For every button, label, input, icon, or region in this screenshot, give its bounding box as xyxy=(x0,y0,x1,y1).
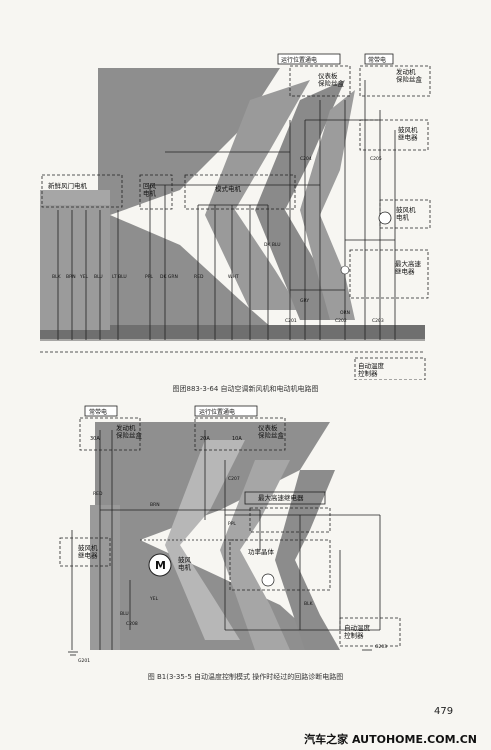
label-instrument-fuse-box: 仪表板保险丝盒 xyxy=(318,71,345,87)
wire-label: YEL xyxy=(79,274,89,280)
wire-label: DK GRN xyxy=(160,274,178,280)
wire-label: RED xyxy=(93,491,103,497)
label-hot-at-all-times: 常带电 xyxy=(89,408,107,416)
label-blower-motor: 鼓风电机 xyxy=(178,555,192,571)
connector-label: C208 xyxy=(126,621,138,627)
label-fresh-air-door-motor: 新鲜风门电机 xyxy=(48,181,88,190)
wiring-diagram-1: 新鲜风门电机 回风电机 模式电机 运行位置通电 常带电 仪表板保险丝盒 发动机保… xyxy=(0,40,491,381)
label-run-power: 运行位置通电 xyxy=(281,56,317,64)
wire-label: GRY xyxy=(300,298,309,304)
label-mode-motor: 模式电机 xyxy=(215,184,242,193)
wire-label: BRN xyxy=(66,274,76,280)
label-max-speed-relay: 最大高速继电器 xyxy=(258,493,304,502)
wire-label: BLK xyxy=(52,274,62,280)
connector-label: C203 xyxy=(372,318,384,324)
label-power-transistor: 功率晶体 xyxy=(248,547,275,556)
wire-label: BLU xyxy=(120,611,129,617)
page-number: 479 xyxy=(434,706,454,717)
connector-label: G203 xyxy=(375,644,387,650)
label-blower-relay: 鼓风机继电器 xyxy=(398,125,418,141)
transistor-icon xyxy=(261,573,275,587)
svg-text:M: M xyxy=(155,559,166,572)
wire-label: BLK xyxy=(304,601,314,607)
label-auto-temp-controller: 自动温度控制器 xyxy=(344,623,371,639)
connector-label: C202 xyxy=(335,318,347,324)
wire-label: RED xyxy=(194,274,204,280)
wiring-diagram-2: M 常带电 运行位置通电 发动机保险丝盒 仪表板保险丝盒 最大高速继电器 鼓风机… xyxy=(0,400,491,690)
label-hot-at-all-times: 常带电 xyxy=(368,56,386,64)
label-recirc-motor: 回风电机 xyxy=(143,182,157,197)
wire-label: DK BLU xyxy=(264,242,281,248)
label-run-power: 运行位置通电 xyxy=(199,408,235,416)
label-max-speed-relay: 最大高速继电器 xyxy=(395,259,422,275)
label-blower-motor: 鼓风机电机 xyxy=(396,205,416,221)
wire-label: YEL xyxy=(149,596,159,602)
wire-label: ORN xyxy=(340,310,350,316)
connector-label: C204 xyxy=(300,156,312,162)
label-engine-fuse-box: 发动机保险丝盒 xyxy=(396,67,423,83)
connector-label: C201 xyxy=(285,318,297,324)
label-blower-relay: 鼓风机继电器 xyxy=(78,543,98,559)
watermark: 汽车之家 AUTOHOME.COM.CN xyxy=(304,733,477,746)
label-instrument-fuse-box: 仪表板保险丝盒 xyxy=(258,423,285,439)
figure-2-caption: 图 B1(3-35-5 自动温度控制模式 操作时经过的回路诊断电路图 xyxy=(147,673,344,681)
wire-label: PPL xyxy=(145,274,153,280)
fuse-label: 10A xyxy=(232,436,242,442)
wire-label: PPL xyxy=(228,521,236,527)
motor-icon xyxy=(378,211,392,225)
fuse-label: 30A xyxy=(90,436,100,442)
motor-icon xyxy=(148,553,172,577)
figure-1-caption: 图团883-3-64 自动空调新风机和电动机电路图 xyxy=(172,385,319,393)
connector-label: C207 xyxy=(228,476,240,482)
connector-label: C205 xyxy=(370,156,382,162)
fuse-label: 20A xyxy=(200,436,210,442)
wire-label: WHT xyxy=(228,274,239,280)
wire-label: BLU xyxy=(94,274,103,280)
connector-label: G201 xyxy=(78,658,90,664)
wire-label: LT BLU xyxy=(112,274,127,280)
label-engine-fuse-box: 发动机保险丝盒 xyxy=(116,423,143,439)
label-auto-temp-controller: 自动温度控制器 xyxy=(358,361,385,377)
wire-label: BRN xyxy=(150,502,160,508)
